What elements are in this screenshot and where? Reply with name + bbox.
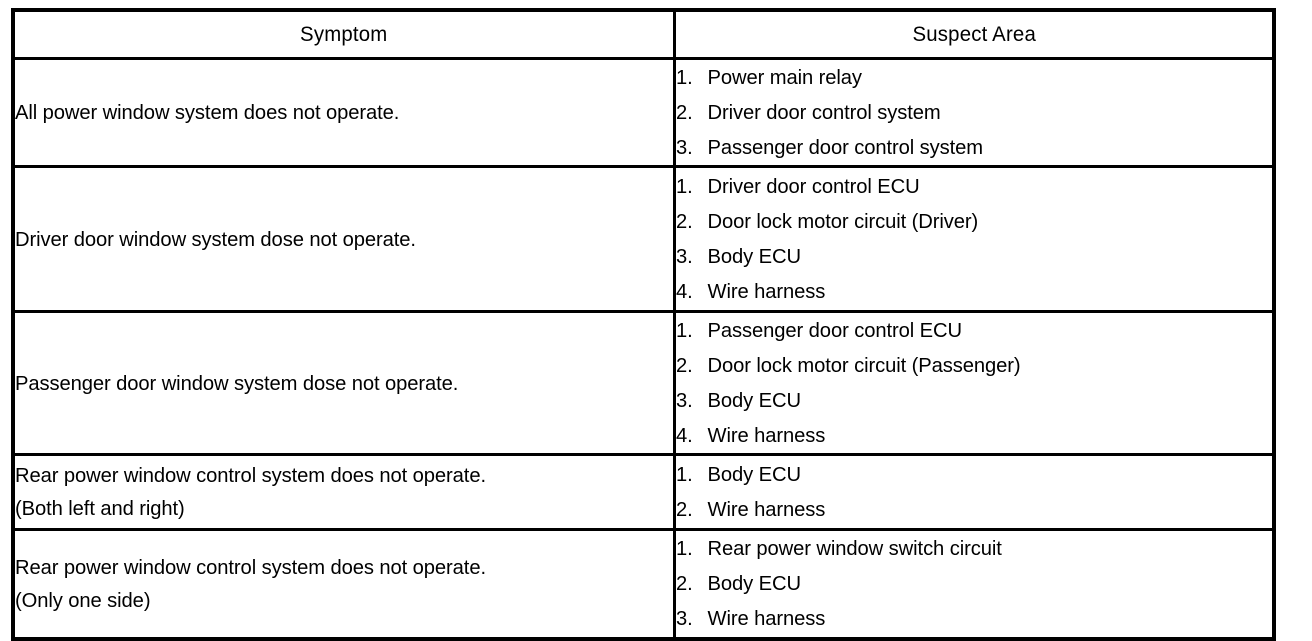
suspect-area-item-number: 2. bbox=[675, 572, 693, 596]
suspect-area-item: 3. Body ECU bbox=[676, 383, 1264, 418]
suspect-area-item-label: Wire harness bbox=[707, 607, 825, 631]
suspect-area-item: 2. Driver door control system bbox=[676, 95, 1264, 130]
suspect-area-item-label: Driver door control system bbox=[707, 101, 941, 124]
suspect-area-item-number: 2. bbox=[675, 498, 693, 521]
suspect-area-item-number: 3. bbox=[675, 245, 693, 268]
suspect-area-item-label: Rear power window switch circuit bbox=[707, 537, 1002, 561]
suspect-area-item-label: Door lock motor circuit (Passenger) bbox=[707, 354, 1021, 377]
table-row: Rear power window control system does no… bbox=[11, 453, 1276, 531]
symptom-cell: All power window system does not operate… bbox=[11, 57, 676, 168]
suspect-area-item: 2. Door lock motor circuit (Passenger) bbox=[676, 348, 1264, 383]
symptom-cell: Driver door window system dose not opera… bbox=[11, 165, 676, 313]
suspect-area-item: 1. Body ECU bbox=[676, 457, 1264, 492]
column-header-symptom-label: Symptom bbox=[300, 23, 388, 46]
symptom-line: Rear power window control system does no… bbox=[15, 464, 486, 487]
symptom-cell: Rear power window control system does no… bbox=[11, 528, 676, 640]
suspect-area-list: 1. Power main relay 2. Driver door control … bbox=[676, 60, 1273, 165]
suspect-area-item-number: 1. bbox=[675, 66, 693, 89]
suspect-area-cell: 1. Body ECU 2. Wire harness bbox=[672, 453, 1276, 531]
suspect-area-item-number: 3. bbox=[675, 136, 693, 159]
suspect-area-cell: 1. Driver door control ECU 2. Door lock mot… bbox=[672, 165, 1276, 313]
table-header: Symptom Suspect Area bbox=[11, 8, 1276, 60]
suspect-area-item: 1. Power main relay bbox=[676, 60, 1264, 95]
symptom-line: (Both left and right) bbox=[15, 497, 185, 520]
symptom-line: Driver door window system dose not opera… bbox=[15, 227, 416, 251]
suspect-area-item-label: Body ECU bbox=[707, 572, 801, 596]
suspect-area-item-number: 2. bbox=[675, 210, 693, 233]
suspect-area-item-number: 3. bbox=[675, 607, 693, 631]
table-header-row: Symptom Suspect Area bbox=[11, 8, 1276, 60]
suspect-area-list: 1. Rear power window switch circuit 2. Body… bbox=[676, 531, 1273, 636]
suspect-area-item: 2. Wire harness bbox=[676, 492, 1264, 527]
symptom-line: Passenger door window system dose not op… bbox=[15, 371, 459, 395]
suspect-area-list: 1. Driver door control ECU 2. Door lock mot… bbox=[676, 169, 1273, 309]
symptom-text: Rear power window control system does no… bbox=[15, 551, 663, 617]
suspect-area-item: 4. Wire harness bbox=[676, 418, 1264, 453]
suspect-area-item-number: 2. bbox=[675, 354, 693, 377]
table-body: All power window system does not operate… bbox=[11, 57, 1276, 640]
suspect-area-item-number: 4. bbox=[675, 280, 693, 303]
suspect-area-item: 2. Body ECU bbox=[676, 566, 1264, 601]
suspect-area-item: 3. Passenger door control system bbox=[676, 130, 1264, 165]
suspect-area-item-number: 2. bbox=[675, 101, 693, 124]
suspect-area-item-label: Body ECU bbox=[707, 245, 801, 268]
suspect-area-item-number: 1. bbox=[675, 175, 693, 198]
table-row: Passenger door window system dose not op… bbox=[11, 310, 1276, 456]
suspect-area-cell: 1. Rear power window switch circuit 2. Body… bbox=[672, 528, 1276, 640]
symptom-line: (Only one side) bbox=[15, 588, 151, 612]
table-row: Rear power window control system does no… bbox=[11, 528, 1276, 640]
suspect-area-item-label: Wire harness bbox=[707, 280, 825, 303]
suspect-area-list: 1. Body ECU 2. Wire harness bbox=[676, 457, 1273, 527]
suspect-area-item-label: Passenger door control ECU bbox=[707, 319, 962, 342]
symptom-text: Driver door window system dose not opera… bbox=[15, 223, 663, 256]
symptom-line: All power window system does not operate… bbox=[15, 101, 400, 124]
symptom-line: Rear power window control system does no… bbox=[15, 555, 486, 579]
column-header-suspect-area-label: Suspect Area bbox=[911, 23, 1036, 46]
suspect-area-cell: 1. Passenger door control ECU 2. Door lock … bbox=[672, 310, 1276, 456]
table-row: All power window system does not operate… bbox=[11, 57, 1276, 168]
column-header-suspect-area: Suspect Area bbox=[672, 8, 1276, 60]
symptom-text: Passenger door window system dose not op… bbox=[15, 367, 663, 400]
suspect-area-item: 1. Driver door control ECU bbox=[676, 169, 1264, 204]
symptom-cell: Passenger door window system dose not op… bbox=[11, 310, 676, 456]
suspect-area-item-label: Door lock motor circuit (Driver) bbox=[707, 210, 978, 233]
suspect-area-item-number: 1. bbox=[675, 463, 693, 486]
suspect-area-item-label: Body ECU bbox=[707, 389, 801, 412]
suspect-area-item-label: Wire harness bbox=[707, 424, 825, 447]
symptom-text: Rear power window control system does no… bbox=[15, 459, 663, 525]
suspect-area-item-label: Body ECU bbox=[707, 463, 801, 486]
suspect-area-item: 2. Door lock motor circuit (Driver) bbox=[676, 204, 1264, 239]
symptom-text: All power window system does not operate… bbox=[15, 96, 663, 129]
suspect-area-item: 1. Passenger door control ECU bbox=[676, 313, 1264, 348]
suspect-area-item: 3. Body ECU bbox=[676, 239, 1264, 274]
suspect-area-item-label: Driver door control ECU bbox=[707, 175, 920, 198]
suspect-area-cell: 1. Power main relay 2. Driver door control … bbox=[672, 57, 1276, 168]
suspect-area-list: 1. Passenger door control ECU 2. Door lock … bbox=[676, 313, 1273, 453]
suspect-area-item: 4. Wire harness bbox=[676, 274, 1264, 309]
suspect-area-item-label: Power main relay bbox=[707, 66, 862, 89]
suspect-area-item-number: 4. bbox=[675, 424, 693, 447]
symptom-cell: Rear power window control system does no… bbox=[11, 453, 676, 531]
suspect-area-item: 1. Rear power window switch circuit bbox=[676, 531, 1264, 566]
suspect-area-item: 3. Wire harness bbox=[676, 601, 1264, 636]
suspect-area-item-label: Passenger door control system bbox=[707, 136, 983, 159]
suspect-area-item-number: 1. bbox=[675, 319, 693, 342]
column-header-symptom: Symptom bbox=[11, 8, 676, 60]
suspect-area-item-number: 3. bbox=[675, 389, 693, 412]
suspect-area-item-number: 1. bbox=[675, 537, 693, 561]
table-row: Driver door window system dose not opera… bbox=[11, 165, 1276, 313]
symptom-suspect-area-table: Symptom Suspect Area All power window sy… bbox=[11, 8, 1276, 641]
suspect-area-item-label: Wire harness bbox=[707, 498, 825, 521]
